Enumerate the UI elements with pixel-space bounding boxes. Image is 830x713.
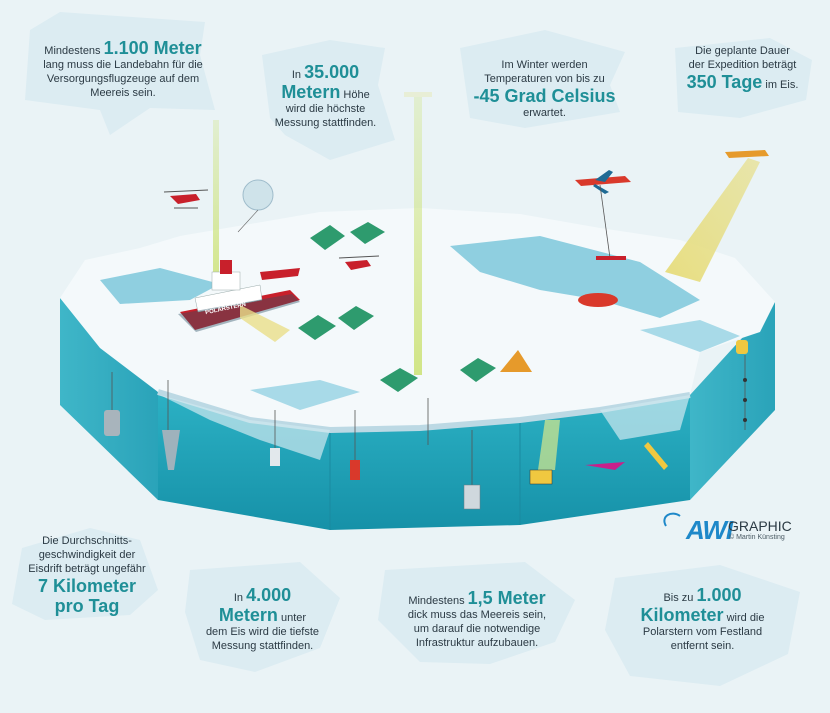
distance-line1: Polarstern vom Festland [642,626,763,638]
rov-beam [538,420,560,470]
height-post0: Höhe [343,89,370,101]
depth-pre: In [233,592,244,604]
balloon-beam [213,120,219,290]
callout-duration: Die geplante Dauer der Expedition beträg… [680,44,805,92]
water-sampler [350,460,360,480]
mooring-canister [104,410,120,436]
aircraft-scan-beam [665,158,760,282]
logo-credit: © Martin Künsting [729,534,785,541]
callout-temperature: Im Winter werden Temperaturen von bis zu… [472,58,617,120]
sonar-cone [162,430,180,470]
rosette-sampler [463,484,481,510]
callout-shape-depth [185,562,340,672]
water-column-right [690,302,775,500]
height-value: 35.000 [304,62,360,82]
runway-pre: Mindestens [44,45,101,57]
thickness-value: 1,5 Meter [467,588,546,608]
runway-value: 1.100 Meter [103,38,202,58]
depth-line2: Messung stattfinden. [211,640,314,652]
under-ice [600,395,690,440]
callout-shape-height [262,40,395,160]
drift-unit: pro Tag [54,596,120,616]
orange-tent [500,350,532,372]
awi-graphic-logo: AWI GRAPHIC © Martin Künsting [660,515,800,547]
drift-value: 7 Kilometer [37,576,137,596]
thickness-line2: um darauf die notwendige [413,623,541,635]
tow-line [599,184,611,259]
probe [270,448,280,466]
depth-line1: dem Eis wird die tiefste [205,626,320,638]
height-line2: Messung stattfinden. [274,117,377,129]
height-unit: Metern [281,82,341,102]
water-column-divider [329,420,521,530]
water-lead [250,380,360,410]
callout-depth: In 4.000 Metern unter dem Eis wird die t… [195,585,330,653]
distance-line2: entfernt sein. [670,640,735,652]
duration-line2: der Expedition beträgt [688,59,797,71]
depth-post0: unter [281,612,307,624]
temperature-post: erwartet. [523,107,566,119]
helicopter [163,189,209,209]
thickness-line3: Infrastruktur aufzubauen. [415,637,539,649]
water-lead [640,320,740,352]
callout-shape-thickness [378,562,575,664]
duration-line1: Die geplante Dauer [695,45,790,57]
helicopter-landed [338,255,380,270]
rov [529,469,553,485]
temperature-line2: Temperaturen von bis zu [484,73,605,85]
runway-line3: Meereis sein. [90,87,156,99]
runway-line1: lang muss die Landebahn für die [43,59,203,71]
callout-shape-temperature [460,30,625,128]
depth-unit: Metern [218,605,278,625]
drift-line3: Eisdrift beträgt ungefähr [28,563,146,575]
callout-height: In 35.000 Metern Höhe wird die höchste M… [268,62,383,130]
temperature-line1: Im Winter werden [501,59,588,71]
awi-logo-mark: AWI [686,515,733,545]
buoy [736,340,748,354]
runway-line2: Versorgungsflugzeuge auf dem [46,73,200,85]
callout-shape-distance [605,565,800,686]
underwater-glider [585,462,625,470]
height-line1: wird die höchste [285,103,366,115]
thickness-pre: Mindestens [408,595,465,607]
ship-light-beam [240,305,290,342]
logo-label: GRAPHIC [728,518,792,534]
height-pre: In [291,69,302,81]
callout-shape-drift [12,528,158,620]
water-lead [450,236,700,318]
duration-post: im Eis. [765,79,799,91]
tower-beam-top [404,92,432,97]
rescue-boat [578,293,618,307]
depth-value: 4.000 [246,585,292,605]
drift-line1: Die Durchschnitts- [42,535,132,547]
water-lead [100,268,220,304]
temperature-value: -45 Grad Celsius [473,86,616,106]
weather-balloon [242,179,274,211]
callout-thickness: Mindestens 1,5 Meter dick muss das Meere… [392,588,562,650]
callout-distance: Bis zu 1.000 Kilometer wird die Polarste… [620,585,785,653]
tower-beam [414,95,422,375]
distance-post0: wird die [726,612,765,624]
auv [644,442,668,470]
distance-value: 1.000 [696,585,742,605]
callout-shape-runway [25,12,215,135]
callout-shape-duration [675,38,812,118]
distance-pre: Bis zu [663,592,694,604]
duration-value: 350 Tage [686,72,763,92]
towed-sensor [596,256,626,260]
callout-drift: Die Durchschnitts- geschwindigkeit der E… [22,534,152,616]
distance-unit: Kilometer [640,605,724,625]
awi-logo-swoosh [663,512,681,527]
scan-aircraft [725,150,769,158]
thickness-line1: dick muss das Meereis sein, [407,609,547,621]
drift-line2: geschwindigkeit der [38,549,136,561]
under-ice [160,395,330,460]
tents [298,222,496,392]
research-aircraft [575,170,631,194]
callout-runway: Mindestens 1.100 Meter lang muss die Lan… [38,38,208,100]
water-column-left [60,298,158,500]
